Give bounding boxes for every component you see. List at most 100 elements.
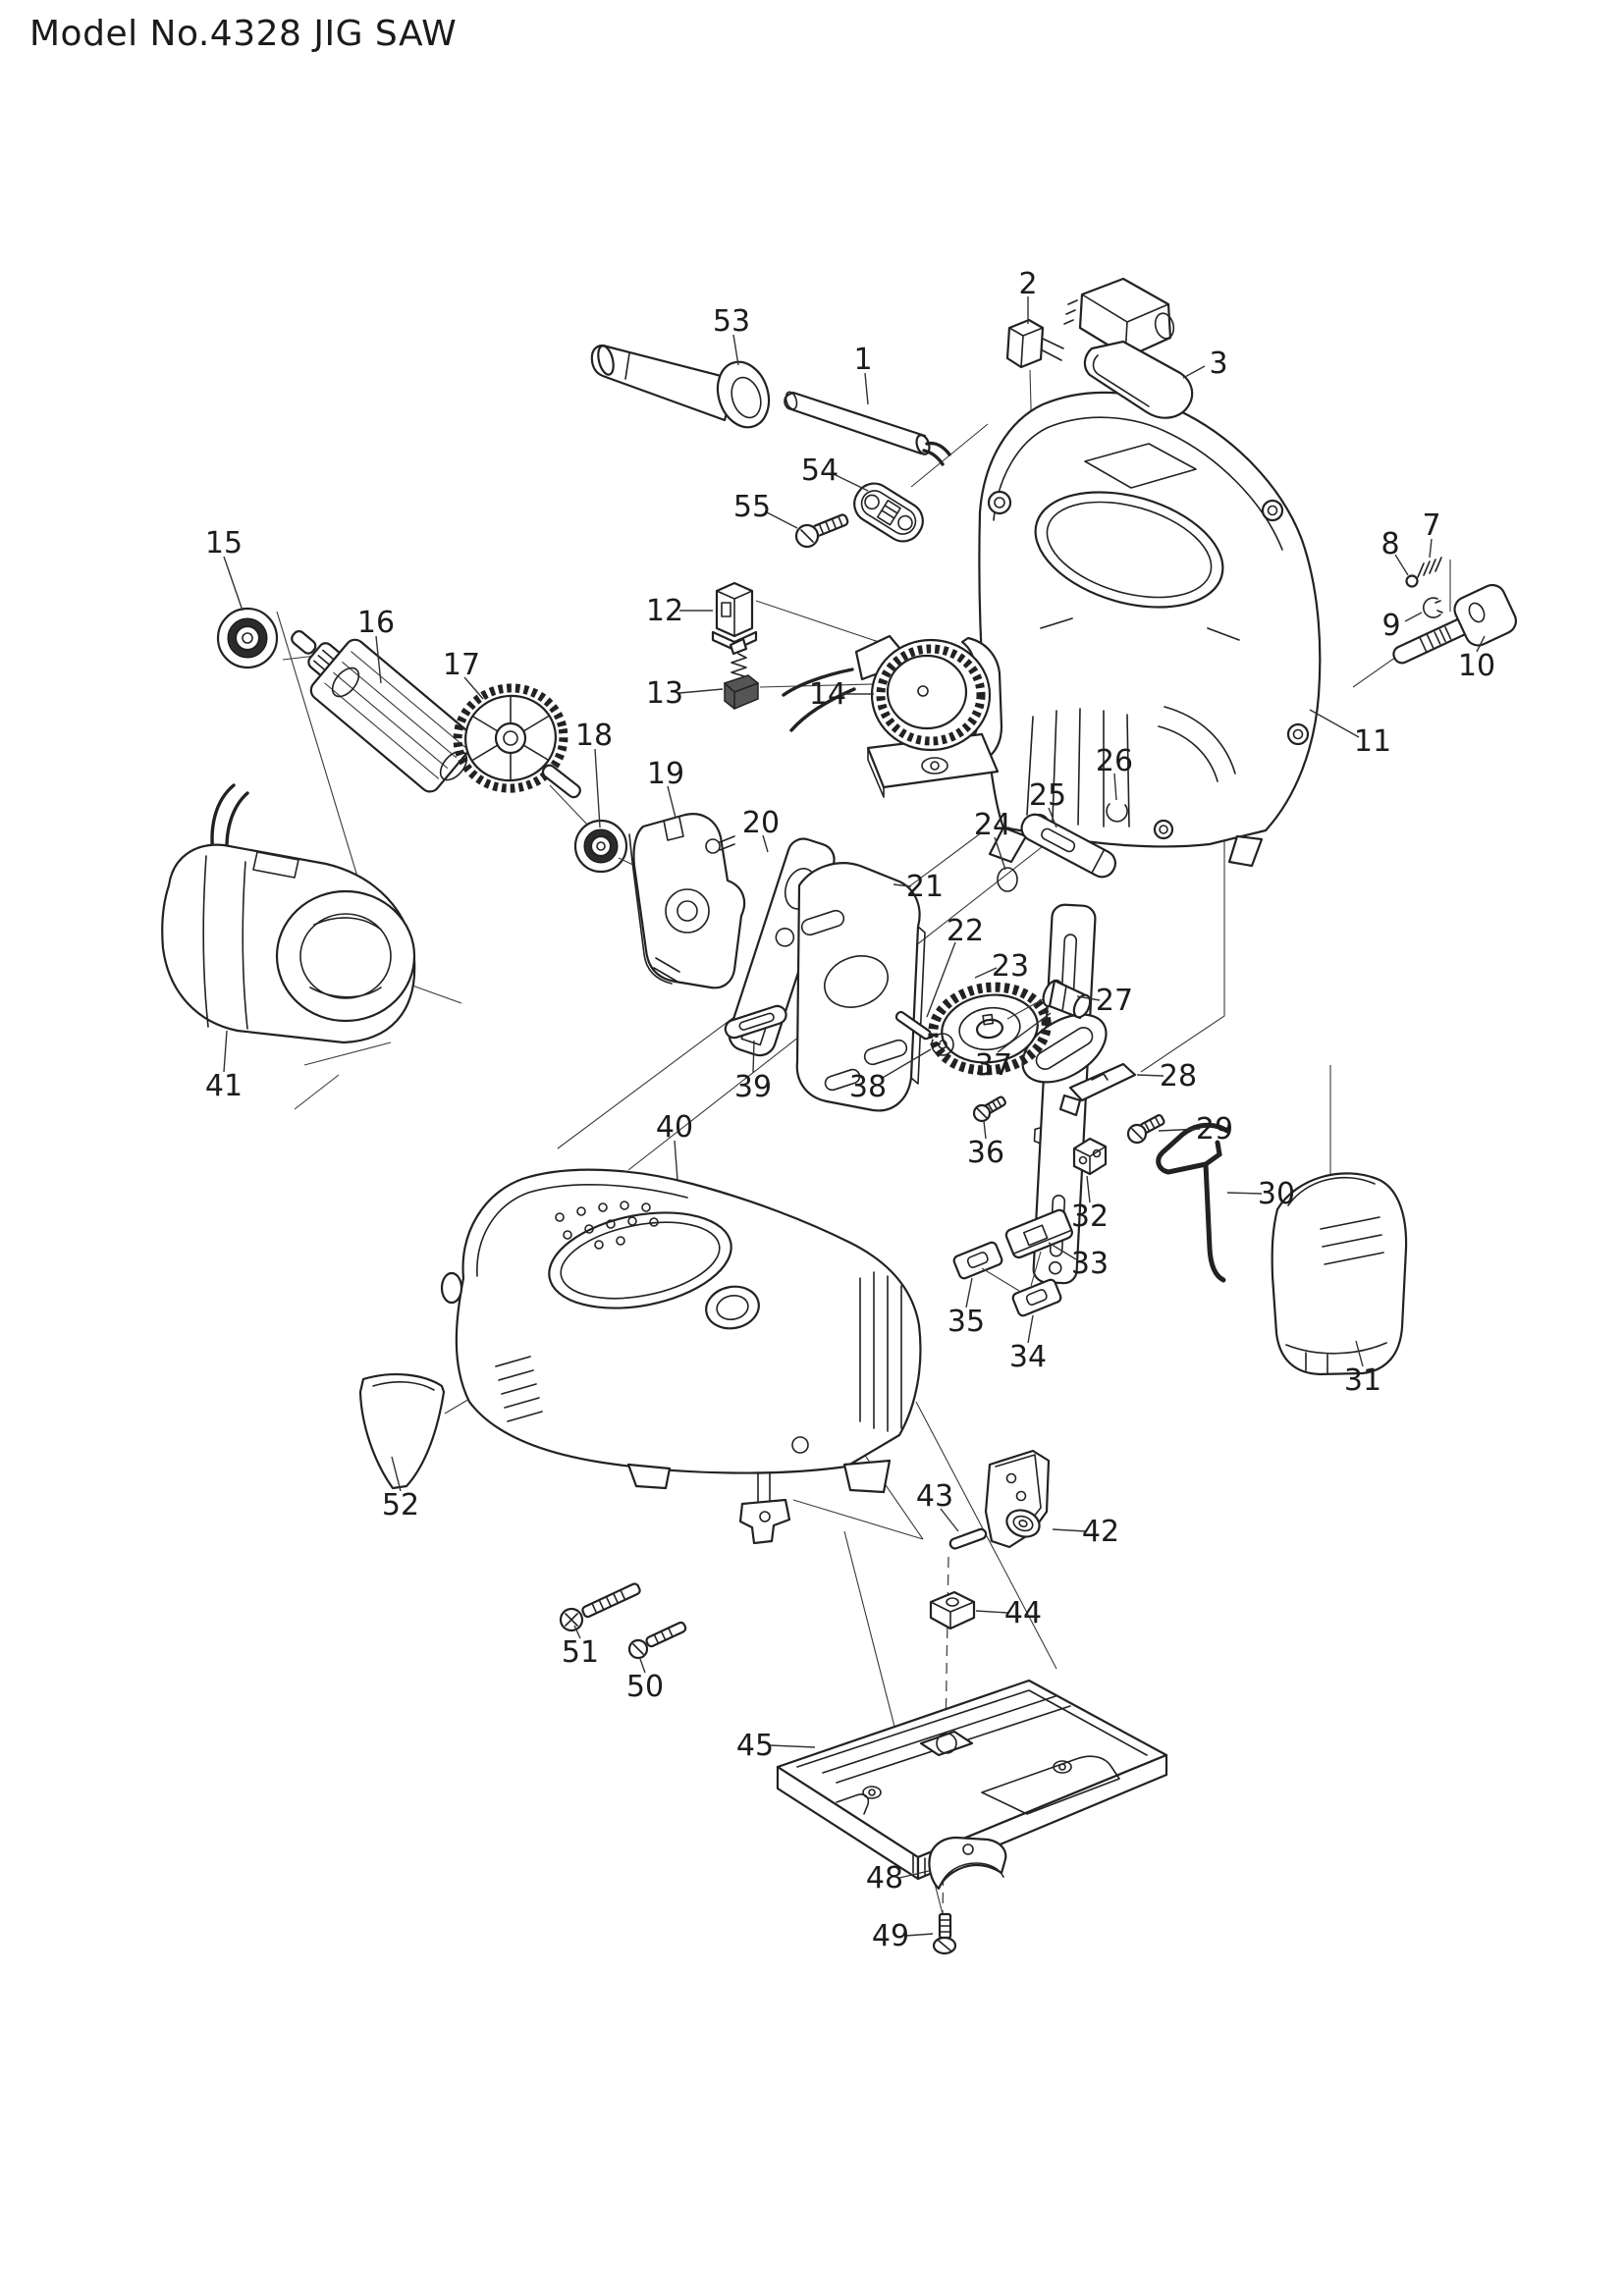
part-7-drawing [1417, 557, 1442, 578]
svg-text:33: 33 [1071, 1247, 1109, 1281]
svg-text:1: 1 [853, 343, 872, 377]
svg-text:34: 34 [1009, 1340, 1047, 1374]
svg-text:32: 32 [1071, 1200, 1109, 1234]
part-42-drawing [984, 1449, 1051, 1549]
part-41-drawing [161, 783, 416, 1044]
svg-text:3: 3 [1209, 347, 1227, 381]
svg-text:12: 12 [646, 594, 683, 628]
part-label-43: 43 [916, 1479, 959, 1532]
part-label-1: 1 [853, 343, 873, 405]
part-label-22: 22 [926, 914, 984, 1018]
part-label-50: 50 [626, 1658, 664, 1704]
part-label-28: 28 [1136, 1059, 1197, 1094]
svg-text:25: 25 [1029, 778, 1066, 813]
part-label-48: 48 [866, 1861, 930, 1896]
part-label-26: 26 [1096, 744, 1133, 801]
svg-text:30: 30 [1258, 1177, 1295, 1211]
part-1-drawing [784, 391, 951, 466]
part-38-drawing [931, 1033, 954, 1056]
svg-text:48: 48 [866, 1861, 903, 1896]
svg-text:2: 2 [1018, 267, 1037, 301]
part-19-drawing [628, 813, 746, 989]
part-9-drawing [1423, 597, 1443, 618]
svg-text:11: 11 [1354, 724, 1391, 759]
svg-text:53: 53 [713, 304, 750, 339]
svg-text:36: 36 [967, 1136, 1004, 1170]
svg-text:41: 41 [205, 1069, 243, 1103]
part-12-drawing [711, 581, 758, 652]
svg-text:18: 18 [575, 719, 613, 753]
part-53-drawing [590, 344, 771, 429]
part-label-20: 20 [742, 806, 780, 853]
part-label-25: 25 [1029, 778, 1066, 828]
part-label-18: 18 [575, 719, 613, 828]
part-34-drawing [1011, 1278, 1062, 1317]
svg-text:27: 27 [1096, 984, 1133, 1018]
part-17-drawing [453, 683, 590, 828]
svg-text:15: 15 [205, 526, 243, 561]
part-52-drawing [358, 1373, 446, 1490]
part-label-19: 19 [647, 757, 684, 819]
part-label-13: 13 [646, 676, 724, 711]
svg-text:52: 52 [382, 1488, 419, 1522]
part-39-drawing [724, 1004, 787, 1040]
svg-text:50: 50 [626, 1670, 664, 1704]
svg-text:10: 10 [1458, 649, 1495, 683]
part-label-14: 14 [809, 677, 874, 712]
svg-text:8: 8 [1380, 527, 1399, 561]
part-28-drawing [1058, 1062, 1137, 1117]
svg-text:54: 54 [801, 454, 839, 488]
part-label-31: 31 [1344, 1340, 1381, 1398]
part-label-41: 41 [205, 1030, 243, 1103]
svg-text:35: 35 [947, 1305, 985, 1339]
part-label-51: 51 [562, 1625, 599, 1670]
svg-text:9: 9 [1381, 609, 1400, 643]
part-label-34: 34 [1009, 1314, 1047, 1374]
part-label-32: 32 [1071, 1175, 1109, 1234]
part-label-38: 38 [849, 1048, 932, 1104]
part-14-drawing [782, 634, 1003, 798]
svg-text:14: 14 [809, 677, 846, 712]
part-25-drawing [1020, 813, 1117, 879]
part-21-drawing [795, 862, 926, 1112]
part-label-23: 23 [974, 949, 1029, 984]
part-45-drawing [776, 1679, 1168, 1881]
part-label-37: 37 [975, 1012, 1052, 1083]
svg-text:20: 20 [742, 806, 780, 840]
svg-text:55: 55 [733, 490, 771, 524]
svg-text:21: 21 [906, 870, 944, 904]
part-label-7: 7 [1422, 508, 1441, 559]
svg-text:40: 40 [656, 1110, 693, 1145]
svg-text:17: 17 [443, 648, 480, 682]
svg-text:38: 38 [849, 1070, 887, 1104]
svg-text:29: 29 [1196, 1112, 1233, 1147]
svg-text:43: 43 [916, 1479, 953, 1514]
part-label-52: 52 [382, 1456, 419, 1522]
part-label-44: 44 [975, 1596, 1042, 1630]
part-label-53: 53 [713, 304, 750, 366]
part-51-drawing [559, 1582, 641, 1632]
part-26-drawing [1106, 803, 1128, 823]
part-label-49: 49 [872, 1919, 934, 1953]
svg-text:19: 19 [647, 757, 684, 791]
part-54-drawing [853, 482, 924, 543]
part-16-drawing [282, 629, 475, 793]
svg-text:13: 13 [646, 676, 683, 711]
part-29-drawing [1126, 1114, 1165, 1145]
part-label-42: 42 [1052, 1515, 1119, 1549]
part-label-12: 12 [646, 594, 713, 628]
part-label-40: 40 [656, 1110, 693, 1181]
svg-text:22: 22 [947, 914, 984, 948]
part-label-36: 36 [967, 1120, 1004, 1170]
svg-text:26: 26 [1096, 744, 1133, 778]
part-48-drawing [928, 1836, 1007, 1891]
part-15-drawing [216, 607, 279, 669]
part-label-21: 21 [893, 870, 944, 904]
svg-text:16: 16 [357, 606, 395, 640]
part-label-33: 33 [1048, 1242, 1109, 1281]
part-30-drawing [1156, 1122, 1230, 1283]
part-36-drawing [972, 1095, 1006, 1123]
svg-text:28: 28 [1160, 1059, 1197, 1094]
part-13-drawing [724, 637, 759, 710]
